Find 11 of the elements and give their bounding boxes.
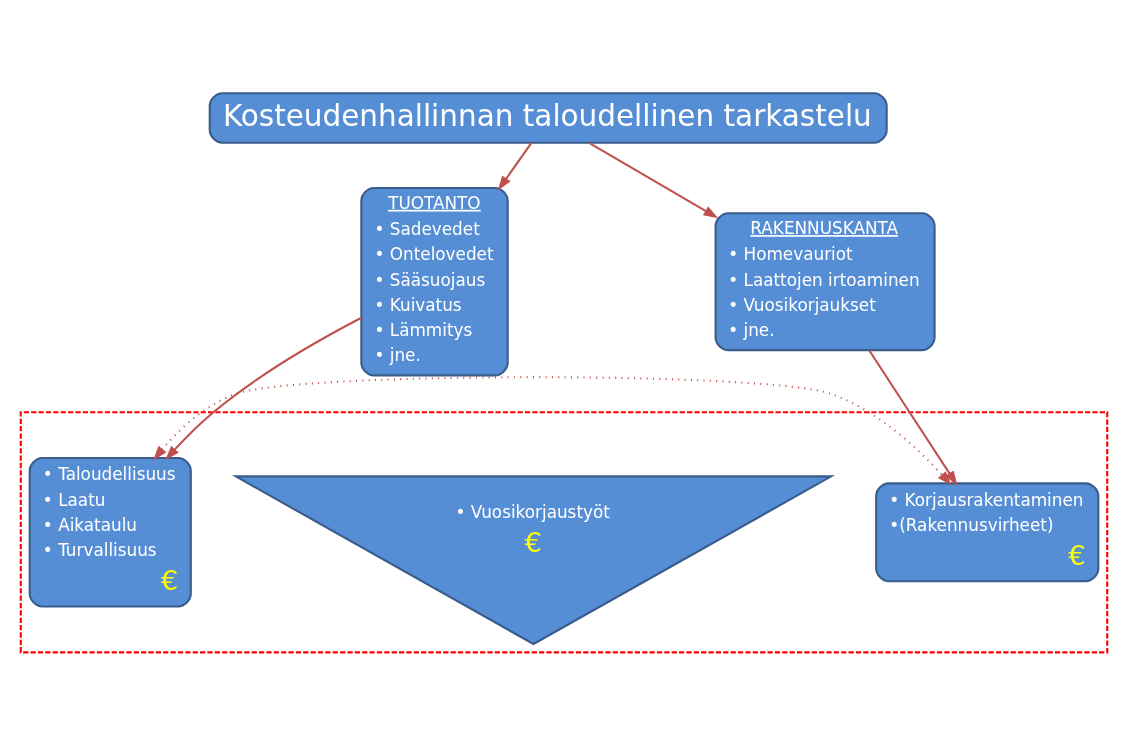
arrow <box>165 316 362 460</box>
arrow <box>868 349 958 486</box>
arrow <box>497 141 533 191</box>
node-box: • Korjausrakentaminen •(Rakennusvirheet) € <box>875 481 1100 582</box>
cluster <box>19 410 1109 653</box>
node-box: • Taloudellisuus • Laatu • Aikataulu • Turvallisuus € <box>28 456 192 608</box>
arrow <box>153 375 952 486</box>
arrow <box>588 141 719 218</box>
node-box: RAKENNUSKANTA • Homevauriot • Laattojen irtoaminen • Vuosikorjaukset • jne. <box>714 211 936 351</box>
node-box: TUOTANTO • Sadevedet • Ontelovedet • Sääsuojaus • Kuivatus • Lämmitys • jne. <box>360 186 509 376</box>
node-box: Kosteudenhallinnan taloudellinen tarkastelu <box>208 91 888 144</box>
